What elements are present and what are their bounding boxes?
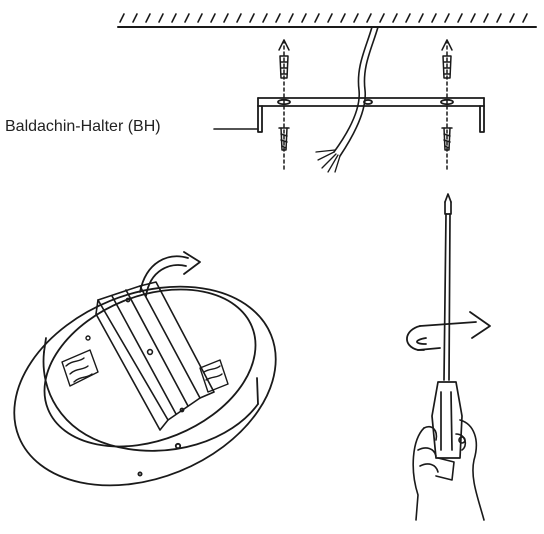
hand-icon (412, 419, 485, 521)
bracket-in-canopy (95, 281, 215, 431)
terminal-block-right (199, 359, 229, 393)
left-screw-dowel (278, 39, 290, 171)
terminal-block-left (61, 335, 99, 387)
remove-bracket-arrow-icon (139, 251, 201, 297)
ceiling-hatch (117, 13, 537, 28)
rotate-arrow-icon (406, 311, 491, 351)
screwdriver-icon (431, 193, 463, 459)
cable-wire-ends (315, 149, 341, 173)
mounting-bracket (257, 97, 485, 133)
power-cable (315, 26, 379, 173)
right-screw-dowel (441, 39, 453, 171)
canopy-base (13, 285, 277, 487)
bracket-label: Baldachin-Halter (BH) (5, 118, 161, 135)
